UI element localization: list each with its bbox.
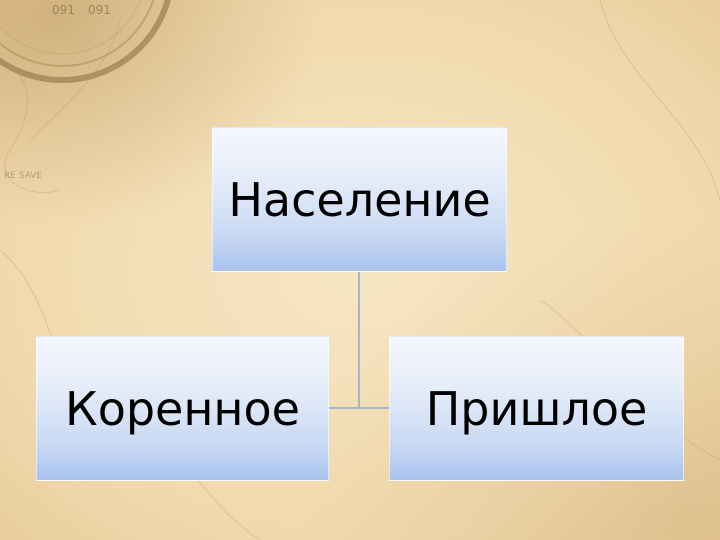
child-node-label: Коренное [65,381,300,436]
map-place-label: RE SAVE [4,171,42,181]
root-node: Население [212,127,507,272]
root-node-label: Население [228,172,491,227]
child-node-migrant: Пришлое [389,336,684,481]
child-node-indigenous: Коренное [36,336,329,481]
map-scale-label-2: 091 [88,3,111,17]
compass-icon [0,0,171,83]
child-node-label: Пришлое [425,381,648,436]
map-scale-label-1: 091 [52,3,75,17]
